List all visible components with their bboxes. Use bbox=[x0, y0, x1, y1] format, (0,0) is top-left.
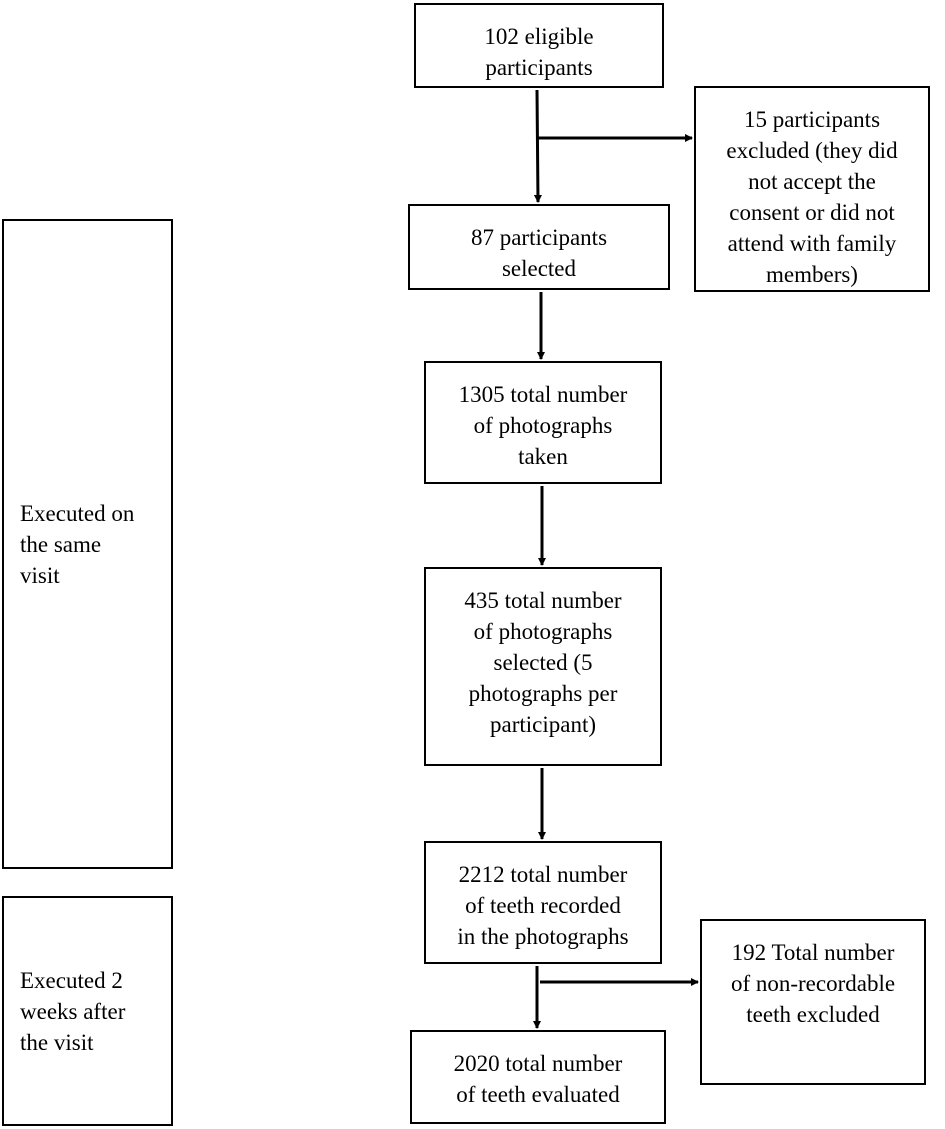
label-participants-selected: 87 participants selected bbox=[470, 225, 608, 281]
label-photographs-selected: 435 total number of photographs selected… bbox=[464, 588, 622, 737]
phase-label-two-weeks: Executed 2 weeks after the visit bbox=[20, 967, 126, 1055]
phase-box-two-weeks: Executed 2 weeks after the visit bbox=[2, 896, 173, 1126]
label-teeth-excluded: 192 Total number of non-recordable teeth… bbox=[730, 940, 896, 1027]
box-eligible-participants: 102 eligible participants bbox=[414, 3, 664, 88]
box-teeth-evaluated: 2020 total number of teeth evaluated bbox=[410, 1030, 666, 1124]
label-excluded-participants: 15 participants excluded (they did not a… bbox=[726, 107, 898, 287]
phase-box-same-visit: Executed on the same visit bbox=[2, 219, 173, 869]
arrow-eligible-to-selected bbox=[533, 89, 542, 203]
box-participants-selected: 87 participants selected bbox=[408, 204, 670, 290]
label-teeth-recorded: 2212 total number of teeth recorded in t… bbox=[457, 862, 629, 949]
box-teeth-recorded: 2212 total number of teeth recorded in t… bbox=[424, 841, 662, 964]
label-teeth-evaluated: 2020 total number of teeth evaluated bbox=[453, 1051, 623, 1107]
label-eligible-participants: 102 eligible participants bbox=[484, 24, 594, 80]
label-photographs-taken: 1305 total number of photographs taken bbox=[458, 382, 628, 469]
box-teeth-excluded: 192 Total number of non-recordable teeth… bbox=[700, 919, 926, 1085]
box-photographs-selected: 435 total number of photographs selected… bbox=[424, 567, 662, 766]
box-photographs-taken: 1305 total number of photographs taken bbox=[424, 361, 662, 484]
phase-label-same-visit: Executed on the same visit bbox=[20, 500, 135, 588]
box-excluded-participants: 15 participants excluded (they did not a… bbox=[694, 86, 930, 292]
